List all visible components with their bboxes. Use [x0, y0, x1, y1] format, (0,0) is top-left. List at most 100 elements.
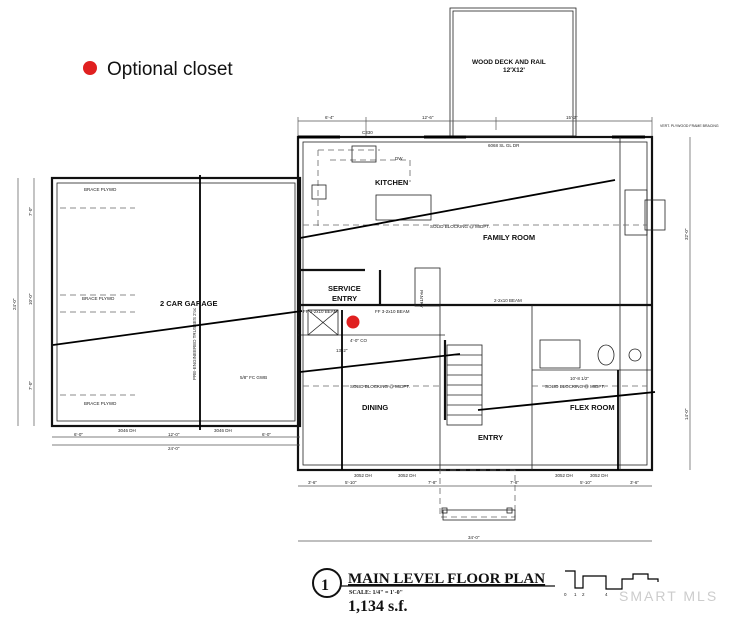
path-mark — [447, 354, 482, 416]
dimensions-inner-2-text: 10'-8 1/2" — [570, 376, 589, 381]
rect-mark — [441, 507, 448, 514]
notes-pantry-text: PANTRY — [419, 290, 424, 308]
rect-mark — [442, 509, 516, 521]
rect-mark — [302, 141, 648, 466]
rect-mark — [307, 309, 339, 336]
notes-brace-3-text: BRACE PLYWD — [84, 401, 117, 406]
circle-mark — [312, 568, 342, 598]
notes-brace-1-text: BRACE PLYWD — [84, 187, 117, 192]
dimensions-house-total-text: 34'-0" — [468, 535, 480, 540]
notes-beam-1-text: FF 3-2x10 BEAM — [303, 309, 338, 314]
notes-beam-3-text: 2-2x10 BEAM — [494, 298, 522, 303]
rect-mark — [311, 184, 327, 200]
dimensions-house-b4-text: 7'-8" — [510, 480, 519, 485]
path-mark — [317, 149, 411, 230]
dimensions-house-b3-text: 7'-8" — [428, 480, 437, 485]
rect-mark — [506, 507, 513, 514]
dimensions-garage-l2-text: 10'-0" — [28, 293, 33, 305]
dimensions-garage-b2-text: 12'-0" — [168, 432, 180, 437]
rooms-deck-text: WOOD DECK AND RAIL — [472, 59, 546, 66]
stairs — [446, 344, 483, 426]
notes-blocking-top-text: SOLID BLOCKING @ MIDPT. — [430, 224, 490, 229]
room-garage: 2 CAR GARAGE — [160, 299, 218, 308]
dimensions-garage-total-text: 24'-0" — [168, 446, 180, 451]
rect-mark — [624, 189, 648, 236]
line-mark — [299, 353, 461, 373]
room-family: FAMILY ROOM — [483, 233, 535, 242]
dimensions-garage-b3-text: 6'-0" — [262, 432, 271, 437]
rect-mark — [439, 469, 516, 518]
ellipse-mark — [597, 344, 615, 366]
title-block: 1 MAIN LEVEL FLOOR PLAN SCALE: 1/4" = 1'… — [312, 568, 718, 615]
top-dimensions: 6'-4" 12'-6" 15'-2" VERT. PLYWOOD FRAME … — [297, 115, 719, 138]
room-flex: FLEX ROOM — [570, 403, 615, 412]
legend-marker — [83, 61, 97, 75]
bottom-dimensions: 3'-6" 5'-10" 7'-8" 7'-8" 5'-10" 3'-6" 30… — [298, 137, 691, 542]
notes-win-b2-text: 3052 DH — [398, 473, 416, 478]
room-kitchen: KITCHEN — [375, 178, 408, 187]
title-block-scale-text: SCALE: 1/4" = 1'-0" — [349, 590, 403, 596]
notes-win-b3-text: 3052 DH — [555, 473, 573, 478]
circle-mark — [628, 348, 642, 362]
garage: PRE-ENGINEERED TRUSSES 2'oc BRACE PLYWD … — [12, 175, 302, 451]
room-service-entry-2: ENTRY — [332, 294, 357, 303]
rooms-deck-size-text: 12'X12' — [503, 67, 525, 74]
notes-win-b4-text: 3052 DH — [590, 473, 608, 478]
notes-brace-2-text: BRACE PLYWD — [82, 296, 115, 301]
line-mark — [307, 309, 339, 336]
title-block-scale-ticks-1-text: 1 — [574, 592, 577, 597]
legend-label: Optional closet — [107, 59, 233, 80]
rect-mark — [296, 135, 654, 472]
notes-gwb-text: 5/8" FC GWB — [240, 375, 267, 380]
dimensions-house-b2-text: 5'-10" — [345, 480, 357, 485]
dimensions-garage-l3-text: 7'-0" — [28, 381, 33, 390]
notes-sliding-door-text: 6068 SL GL DR — [488, 143, 520, 148]
room-service-entry: SERVICE — [328, 284, 361, 293]
notes-win-g2-text: 3046 DH — [214, 428, 232, 433]
dimensions-garage-b1-text: 6'-0" — [74, 432, 83, 437]
line-mark — [299, 179, 616, 239]
title-block-area-text: 1,134 s.f. — [348, 598, 408, 615]
notes-dw-text: DW — [395, 156, 403, 161]
notes-truss-text: PRE-ENGINEERED TRUSSES 2'oc — [192, 307, 197, 380]
rect-mark — [56, 182, 296, 422]
rect-mark — [375, 194, 432, 221]
dimensions-right-2-text: 14'-0" — [684, 408, 689, 420]
rect-mark — [50, 176, 302, 428]
rect-mark — [414, 267, 441, 307]
title-block-scale-ticks-2-text: 2 — [582, 592, 585, 597]
dimensions-top-2-text: 12'-6" — [422, 115, 434, 120]
dimensions-right-1-text: 32'-0" — [684, 228, 689, 240]
title-block-scale-ticks-3-text: 4 — [605, 592, 608, 597]
path-mark — [565, 570, 659, 590]
dimensions-garage-l1-text: 7'-0" — [28, 207, 33, 216]
wood-deck: WOOD DECK AND RAIL 12'X12' — [449, 7, 577, 137]
dimensions-inner-3-text: 4'-0" CO — [350, 338, 367, 343]
scale-bar: 0 1 2 4 — [564, 570, 659, 597]
dimensions-house-b5-text: 5'-10" — [580, 480, 592, 485]
room-dining: DINING — [362, 403, 388, 412]
notes-beam-2-text: FF 3-2x10 BEAM — [375, 309, 410, 314]
room-entry: ENTRY — [478, 433, 503, 442]
dimensions-garage-height-text: 24'-0" — [12, 298, 17, 310]
dimensions-house-b6-text: 3'-6" — [630, 480, 639, 485]
rect-mark — [539, 339, 581, 369]
dimensions-top-1-text: 6'-4" — [325, 115, 334, 120]
rect-mark — [644, 199, 666, 231]
bearing-lines — [52, 179, 656, 470]
notes-blocking-flex-text: SOLID BLOCKING @ MIDPT. — [545, 384, 605, 389]
title-block-scale-ticks-0-text: 0 — [564, 592, 567, 597]
notes-win-b1-text: 3052 DH — [354, 473, 372, 478]
notes-win-g1-text: 3046 DH — [118, 428, 136, 433]
house-walls: 6068 SL GL DR C330 DW PANTRY SOLID BLOCK — [240, 130, 666, 472]
rect-mark — [351, 145, 377, 163]
title-block-title-text: MAIN LEVEL FLOOR PLAN — [348, 571, 545, 587]
dimensions-top-3-text: 15'-2" — [566, 115, 578, 120]
line-mark — [52, 310, 303, 346]
dimensions-house-b1-text: 3'-6" — [308, 480, 317, 485]
notes-blocking-dining-text: SOLID BLOCKING @ MIDPT. — [350, 384, 410, 389]
watermark: SMART MLS — [619, 588, 718, 604]
optional-closet-marker — [346, 315, 360, 329]
line-mark — [477, 391, 656, 411]
